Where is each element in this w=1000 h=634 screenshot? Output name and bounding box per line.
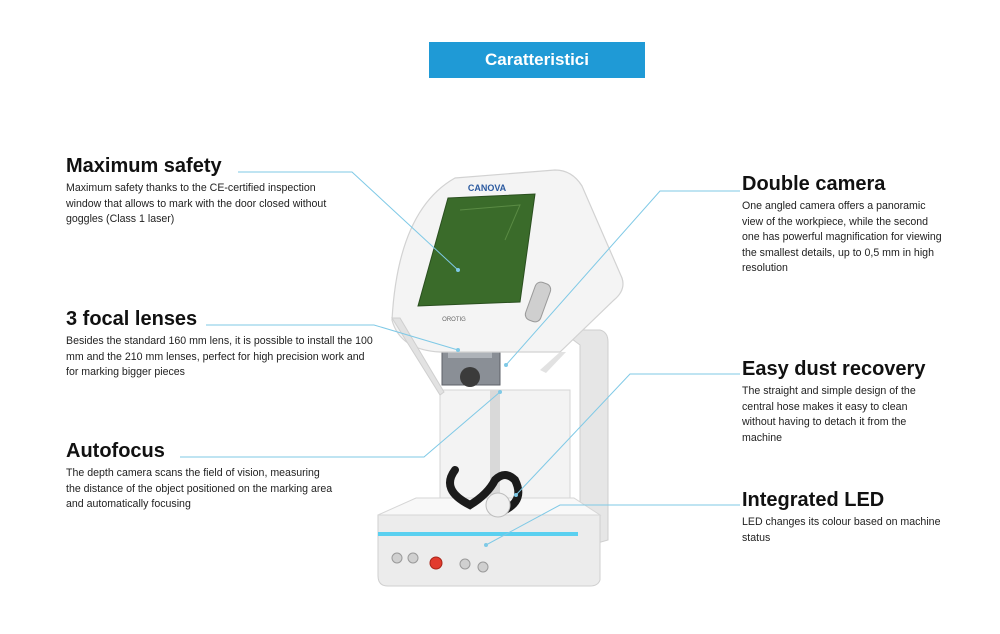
brand-logo: CANOVA (468, 183, 507, 193)
callout-line-dust (515, 373, 740, 496)
feature-description: One angled camera offers a panoramic vie… (742, 200, 942, 275)
feature-description: Maximum safety thanks to the CE-certifie… (66, 182, 327, 226)
feature-title: Easy dust recovery (742, 358, 926, 380)
feature-title: Autofocus (66, 440, 165, 462)
dust-hose (446, 466, 523, 514)
feature-double-camera: Double camera One angled camera offers a… (742, 173, 942, 277)
base-button-3 (459, 558, 471, 570)
feature-autofocus: Autofocus The depth camera scans the fie… (66, 440, 336, 513)
inspection-window (417, 193, 536, 307)
base-button-1 (391, 552, 403, 564)
led-strip (378, 532, 578, 536)
hose-base (485, 492, 511, 518)
model-label: OROTIG (442, 317, 466, 323)
feature-description: The straight and simple design of the ce… (742, 385, 916, 444)
callout-line-camera (505, 190, 740, 366)
feature-description: Besides the standard 160 mm lens, it is … (66, 335, 373, 379)
feature-title: Maximum safety (66, 155, 222, 177)
feature-dust-recovery: Easy dust recovery The straight and simp… (742, 358, 942, 446)
feature-maximum-safety: Maximum safety Maximum safety thanks to … (66, 155, 336, 228)
callout-line-autofocus (180, 391, 501, 458)
feature-title: Integrated LED (742, 489, 885, 511)
section-title: Caratteristici (485, 50, 589, 69)
callout-dots (456, 268, 518, 547)
callout-line-lenses (206, 324, 459, 351)
feature-focal-lenses: 3 focal lenses Besides the standard 160 … (66, 308, 376, 381)
callout-line-safety (238, 171, 459, 271)
feature-description: The depth camera scans the field of visi… (66, 467, 333, 511)
laser-machine: CANOVA OROTIG (377, 169, 624, 587)
feature-title: Double camera (742, 173, 886, 195)
section-title-badge: Caratteristici (429, 42, 645, 78)
emergency-stop-button (429, 556, 443, 570)
feature-integrated-led: Integrated LED LED changes its colour ba… (742, 489, 942, 546)
callout-line-led (485, 504, 740, 546)
feature-title: 3 focal lenses (66, 308, 198, 330)
callout-lines (180, 171, 740, 546)
feature-description: LED changes its colour based on machine … (742, 516, 941, 544)
base-button-2 (407, 552, 419, 564)
base-button-4 (477, 561, 489, 573)
